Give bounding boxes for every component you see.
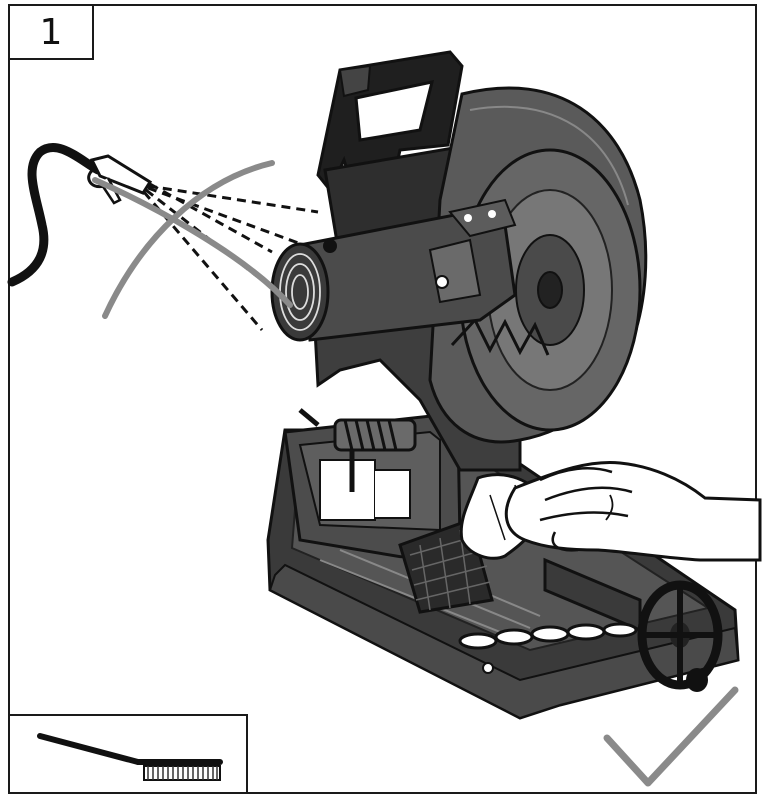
air-blow-gun-icon	[7, 143, 153, 287]
check-icon	[603, 686, 739, 787]
tool-inset	[8, 714, 248, 794]
chain	[458, 622, 638, 650]
hand-with-cloth	[459, 461, 762, 562]
step-number: 1	[8, 4, 94, 60]
hand	[504, 461, 762, 562]
wire-brush-icon	[37, 733, 223, 781]
handwheel	[637, 580, 723, 692]
cut-off-saw	[266, 50, 740, 720]
cross-icon	[92, 160, 293, 319]
